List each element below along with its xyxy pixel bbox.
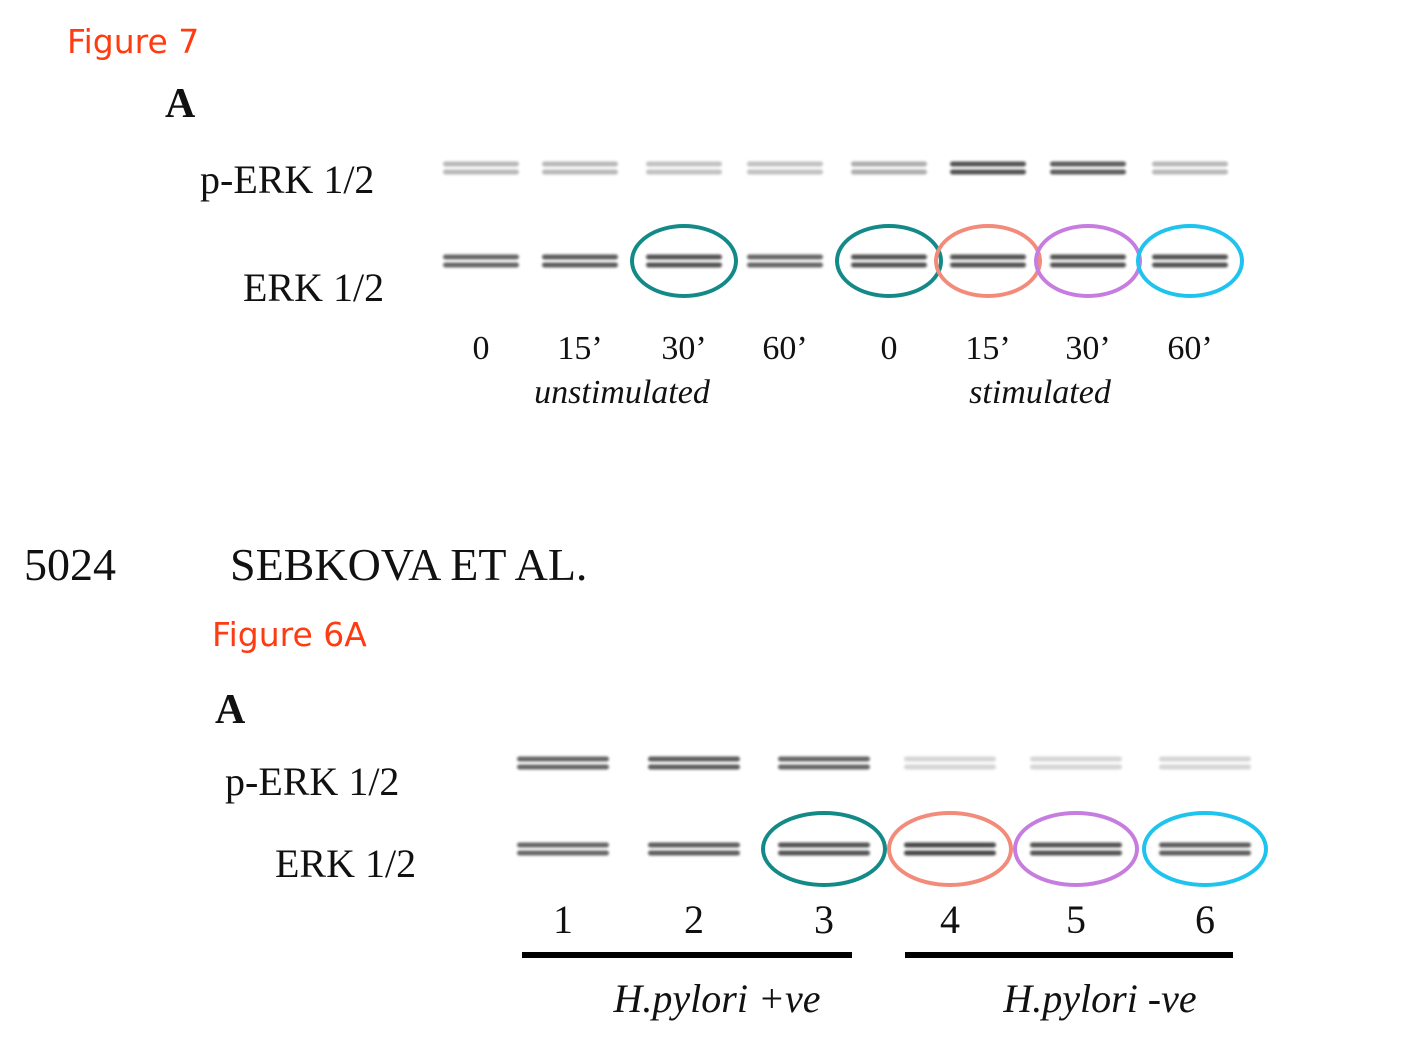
perk-band-lane-3 xyxy=(646,159,722,178)
lane-label: 15’ xyxy=(557,330,603,367)
lane-label: 1 xyxy=(553,897,573,942)
perk-band-lane-6 xyxy=(950,159,1026,178)
lane-label: 6 xyxy=(1195,897,1215,942)
group-bar-positive xyxy=(522,952,852,958)
perk-band-lane-3 xyxy=(778,754,870,773)
perk-band-lane-5 xyxy=(851,159,927,178)
lane-label: 3 xyxy=(814,897,834,942)
figure-6a-panel-label: A xyxy=(215,687,246,733)
perk-band-lane-7 xyxy=(1050,159,1126,178)
lane-label: 15’ xyxy=(965,330,1011,367)
highlight-circle-lane-6 xyxy=(1142,811,1268,887)
lane-label: 30’ xyxy=(1065,330,1111,367)
perk-band-lane-8 xyxy=(1152,159,1228,178)
perk-band-lane-4 xyxy=(904,754,996,773)
page-number: 5024 xyxy=(24,539,116,590)
lane-label: 5 xyxy=(1066,897,1086,942)
lane-label: 30’ xyxy=(661,330,707,367)
figure-7-erk-label: ERK 1/2 xyxy=(243,265,385,310)
perk-band-lane-6 xyxy=(1159,754,1251,773)
lane-label: 0 xyxy=(472,330,490,367)
group-bar-negative xyxy=(905,952,1233,958)
running-header-authors: SEBKOVA ET AL. xyxy=(230,539,588,590)
figure-6a-erk-label: ERK 1/2 xyxy=(275,841,417,886)
highlight-circle-lane-3 xyxy=(761,811,887,887)
figure-7-group-unstimulated: unstimulated xyxy=(534,374,710,411)
lane-label: 0 xyxy=(880,330,898,367)
highlight-circle-lane-6 xyxy=(934,224,1042,298)
highlight-circle-lane-5 xyxy=(835,224,943,298)
erk-band-lane-1 xyxy=(517,840,609,859)
perk-band-lane-2 xyxy=(542,159,618,178)
highlight-circle-lane-5 xyxy=(1013,811,1139,887)
figure-6a-group-negative: H.pylori -ve xyxy=(1003,975,1196,1022)
highlight-circle-lane-3 xyxy=(630,224,738,298)
perk-band-lane-4 xyxy=(747,159,823,178)
perk-band-lane-1 xyxy=(443,159,519,178)
figure-6a-perk-label: p-ERK 1/2 xyxy=(225,759,400,804)
erk-band-lane-2 xyxy=(542,252,618,271)
lane-label: 60’ xyxy=(762,330,808,367)
perk-band-lane-5 xyxy=(1030,754,1122,773)
erk-band-lane-2 xyxy=(648,840,740,859)
highlight-circle-lane-4 xyxy=(887,811,1013,887)
highlight-circle-lane-8 xyxy=(1136,224,1244,298)
perk-band-lane-1 xyxy=(517,754,609,773)
perk-band-lane-2 xyxy=(648,754,740,773)
highlight-circle-lane-7 xyxy=(1034,224,1142,298)
lane-label: 4 xyxy=(940,897,960,942)
lane-label: 60’ xyxy=(1167,330,1213,367)
figure-7-title: Figure 7 xyxy=(67,22,200,61)
figure-7-panel-label: A xyxy=(165,81,196,127)
figure-6a-group-positive: H.pylori +ve xyxy=(614,975,821,1022)
erk-band-lane-1 xyxy=(443,252,519,271)
figure-7-group-stimulated: stimulated xyxy=(969,374,1111,411)
group-negative-text: H.pylori -ve xyxy=(1003,976,1197,1021)
lane-label: 2 xyxy=(684,897,704,942)
figure-7-perk-label: p-ERK 1/2 xyxy=(200,157,375,202)
group-positive-text: H.pylori +ve xyxy=(613,976,821,1021)
figure-6a-title: Figure 6A xyxy=(212,615,367,654)
erk-band-lane-4 xyxy=(747,252,823,271)
